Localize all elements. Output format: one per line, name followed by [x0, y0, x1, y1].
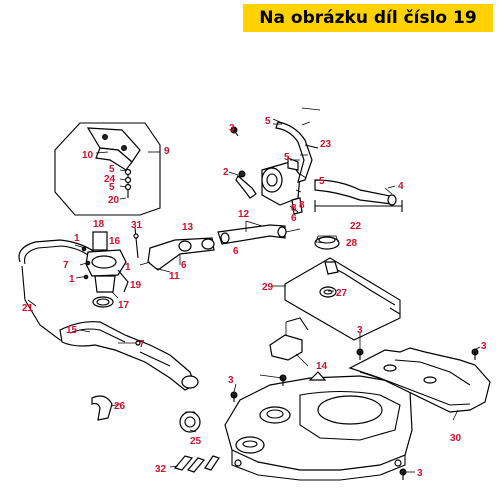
callout-3: 3	[228, 375, 234, 386]
callout-12: 12	[238, 209, 250, 220]
callout-14: 14	[316, 361, 328, 372]
callout-26: 26	[114, 401, 126, 412]
callout-8: 8	[299, 200, 305, 211]
filler-neck-assembly	[74, 227, 139, 308]
callout-15: 15	[66, 325, 78, 336]
callout-29: 29	[262, 282, 274, 293]
callout-3: 3	[357, 325, 363, 336]
callout-32: 32	[155, 464, 167, 475]
callout-22: 22	[350, 221, 362, 232]
callout-7: 7	[139, 339, 145, 350]
hose-11-13	[147, 237, 215, 273]
banner-text: Na obrázku díl číslo 19	[259, 8, 477, 28]
callout-8: 8	[291, 203, 297, 214]
callout-3: 3	[229, 123, 235, 134]
vent-hose-22	[314, 179, 403, 212]
callout-3: 3	[481, 341, 487, 352]
clips-32	[173, 455, 220, 473]
callout-17: 17	[118, 300, 130, 311]
bracket-inset	[54, 122, 161, 216]
callout-20: 20	[108, 195, 120, 206]
callout-1: 1	[125, 262, 131, 273]
callout-5: 5	[265, 116, 271, 127]
part-number-banner: Na obrázku díl číslo 19	[243, 4, 493, 32]
tank-bracket-30	[348, 347, 491, 413]
callout-31: 31	[131, 220, 143, 231]
callout-23: 23	[320, 139, 332, 150]
callout-9: 9	[164, 146, 170, 157]
callout-25: 25	[190, 436, 202, 447]
callout-5: 5	[284, 152, 290, 163]
fuel-valve-assembly	[235, 121, 319, 215]
leader-lines	[27, 107, 481, 473]
callout-13: 13	[182, 222, 194, 233]
callout-3: 3	[417, 468, 423, 479]
callout-6: 6	[233, 246, 239, 257]
callout-5: 5	[319, 176, 325, 187]
callout-5: 5	[109, 164, 115, 175]
fuel-gauge-inset	[284, 257, 401, 341]
callout-labels: 1 1 1 2 3 3 3 3 3 4 5 5 5 5 5 6 6 6 7 7 …	[22, 116, 487, 479]
callout-6: 6	[181, 260, 187, 271]
callout-2: 2	[223, 167, 229, 178]
callout-10: 10	[82, 150, 94, 161]
callout-6: 6	[291, 213, 297, 224]
clamp-25	[179, 411, 201, 433]
fuel-tank	[224, 371, 413, 481]
callout-7: 7	[63, 260, 69, 271]
hose-12	[217, 224, 287, 245]
callout-30: 30	[450, 433, 462, 444]
callout-27: 27	[336, 288, 348, 299]
hose-clamp-26	[91, 395, 113, 421]
callout-24: 24	[104, 174, 116, 185]
callout-1: 1	[74, 233, 80, 244]
sender-plate	[269, 317, 309, 361]
callout-16: 16	[109, 236, 121, 247]
callout-28: 28	[346, 238, 358, 249]
callout-1: 1	[69, 274, 75, 285]
callout-11: 11	[169, 271, 180, 282]
callout-19: 19	[130, 280, 142, 291]
callout-5: 5	[109, 182, 115, 193]
callout-18: 18	[93, 219, 105, 230]
callout-21: 21	[22, 303, 34, 314]
callout-4: 4	[398, 181, 404, 192]
filler-cap-28	[314, 235, 340, 250]
